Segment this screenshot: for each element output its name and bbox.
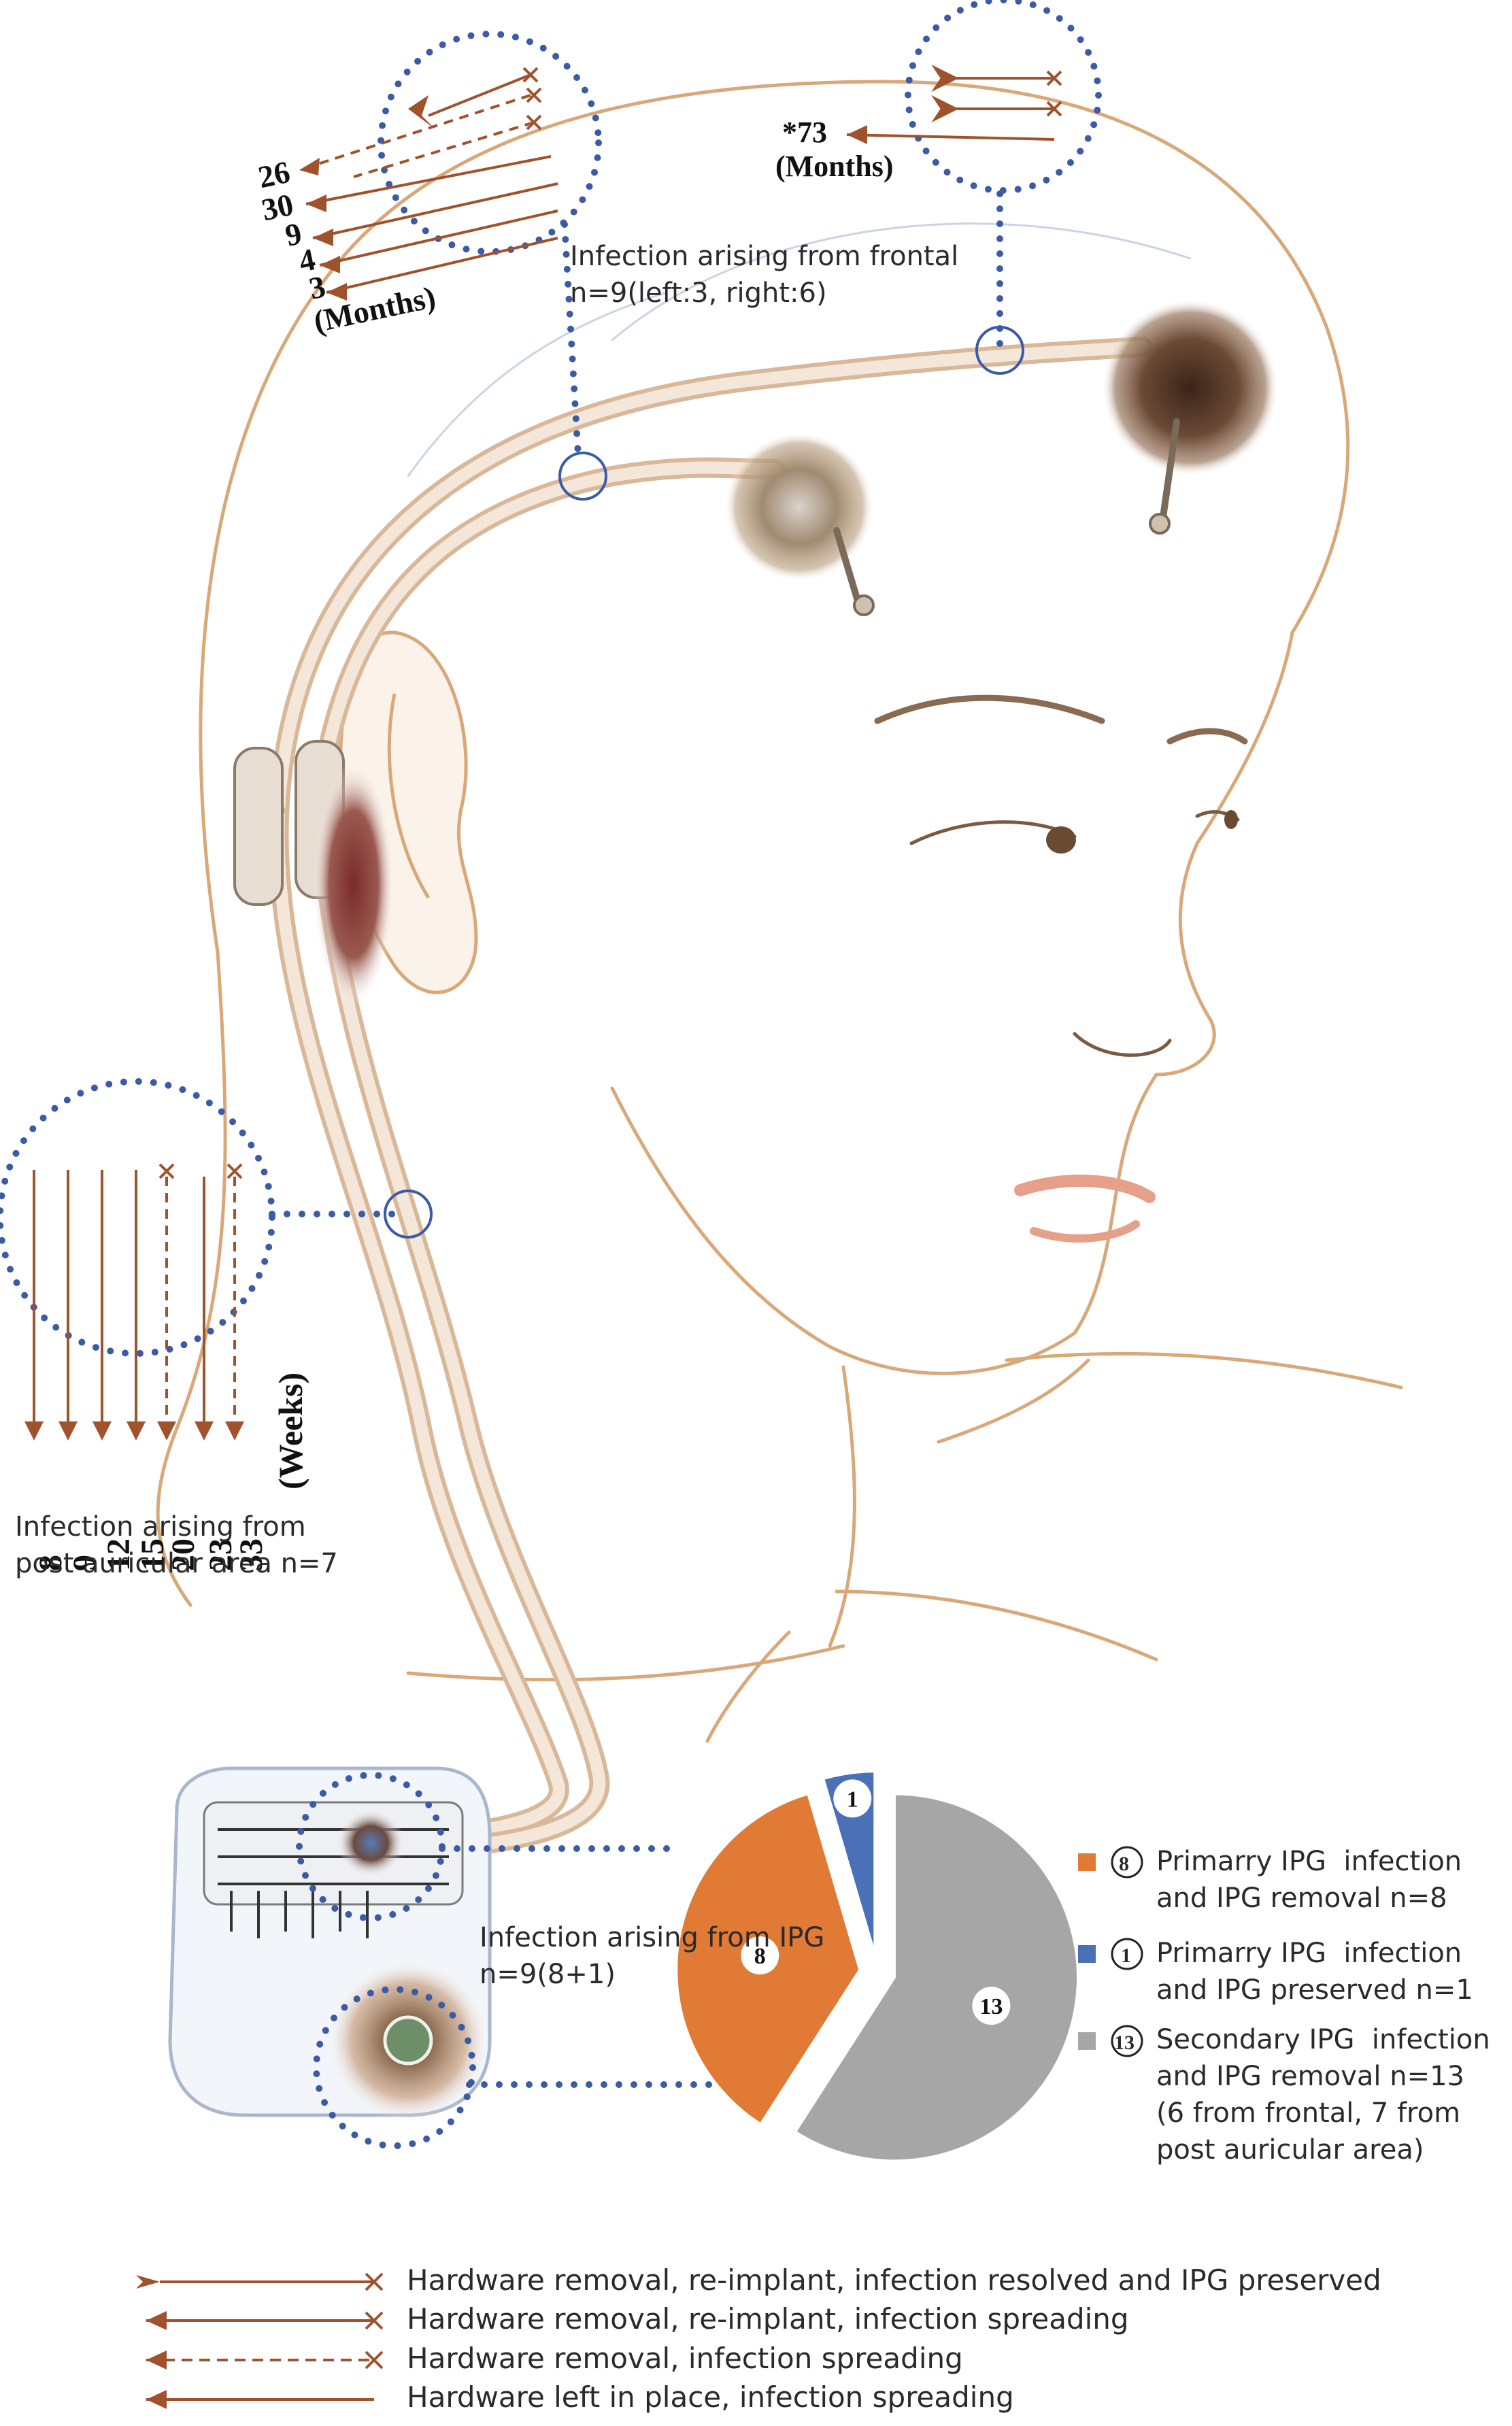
pie-legend-1-line1: Primarry IPG infection	[1156, 1938, 1462, 1969]
pie-slice-1	[821, 1770, 877, 1955]
pie-label-0: 8	[754, 1944, 766, 1969]
frontal-left-arrowheads	[299, 95, 435, 301]
pie-label-2: 13	[979, 1994, 1003, 2019]
ipg-caption-line1: Infection arising from IPG	[480, 1922, 825, 1953]
head-sketch	[156, 80, 1403, 1743]
frontal-wounds	[724, 299, 1279, 616]
dbs-leads	[268, 337, 1153, 1860]
ipg-device	[168, 1766, 492, 2122]
pie-legend-badge-1: 1	[1121, 1944, 1131, 1967]
frontal-right-unit: (Months)	[775, 150, 894, 183]
pie-legend-2-line2: and IPG removal n=13	[1156, 2061, 1464, 2092]
frontal-right-marks	[847, 64, 1062, 144]
pie-legend-swatches	[1078, 1846, 1143, 2057]
lead-connectors	[233, 740, 394, 1007]
pie-legend-0-line2: and IPG removal n=8	[1156, 1883, 1447, 1914]
frontal-left-arrows	[299, 73, 558, 294]
pie-label-badge-2	[972, 1987, 1011, 2025]
post-auricular-arrowheads	[24, 1421, 244, 1441]
post-auricular-arrows	[33, 1170, 236, 1428]
pie-label-badge-0	[741, 1936, 779, 1975]
frontal-left-x-marks	[522, 67, 542, 131]
frontal-caption-line2: n=9(left:3, right:6)	[570, 277, 827, 309]
face-features	[874, 694, 1248, 1243]
post-auricular-x-marks	[158, 1163, 243, 1179]
pie-legend-2-line4: post auricular area)	[1156, 2134, 1424, 2166]
arrow-legend-0: Hardware removal, re-implant, infection …	[407, 2263, 1381, 2297]
pie-label-1: 1	[847, 1787, 858, 1812]
pie-legend-badge-2: 13	[1114, 2032, 1135, 2054]
frontal-caption-line1: Infection arising from frontal	[570, 241, 959, 272]
pie-legend-2-line1: Secondary IPG infection	[1156, 2024, 1490, 2055]
callout-circles	[0, 0, 1102, 2149]
arrow-legend-symbols	[146, 2272, 384, 2401]
post-auricular-unit: (Weeks)	[271, 1372, 309, 1489]
lead-markers	[384, 326, 1024, 1239]
pie-slice-2	[793, 1792, 1079, 2163]
arrow-legend-1: Hardware removal, re-implant, infection …	[407, 2302, 1129, 2336]
pie-legend-0-line1: Primarry IPG infection	[1156, 1846, 1462, 1877]
post-auricular-caption-line1: Infection arising from	[15, 1511, 306, 1543]
arrow-legend-heads	[136, 2275, 167, 2409]
arrow-legend-3: Hardware left in place, infection spread…	[407, 2380, 1014, 2414]
pie-legend-2-line3: (6 from frontal, 7 from	[1156, 2098, 1461, 2129]
pie-legend-1-line2: and IPG preserved n=1	[1156, 1974, 1473, 2006]
frontal-right-arrows	[846, 77, 1055, 141]
ipg-caption-line2: n=9(8+1)	[480, 1959, 616, 1990]
frontal-right-month-0: *73	[782, 116, 827, 149]
pie-legend-badge-0: 8	[1119, 1853, 1129, 1875]
post-auricular-caption-line2: post auricular area n=7	[15, 1548, 338, 1579]
pie-chart: 8 1 13	[675, 1770, 1079, 2163]
arrow-legend-2: Hardware removal, infection spreading	[407, 2342, 963, 2375]
pie-label-badge-1	[833, 1779, 872, 1818]
